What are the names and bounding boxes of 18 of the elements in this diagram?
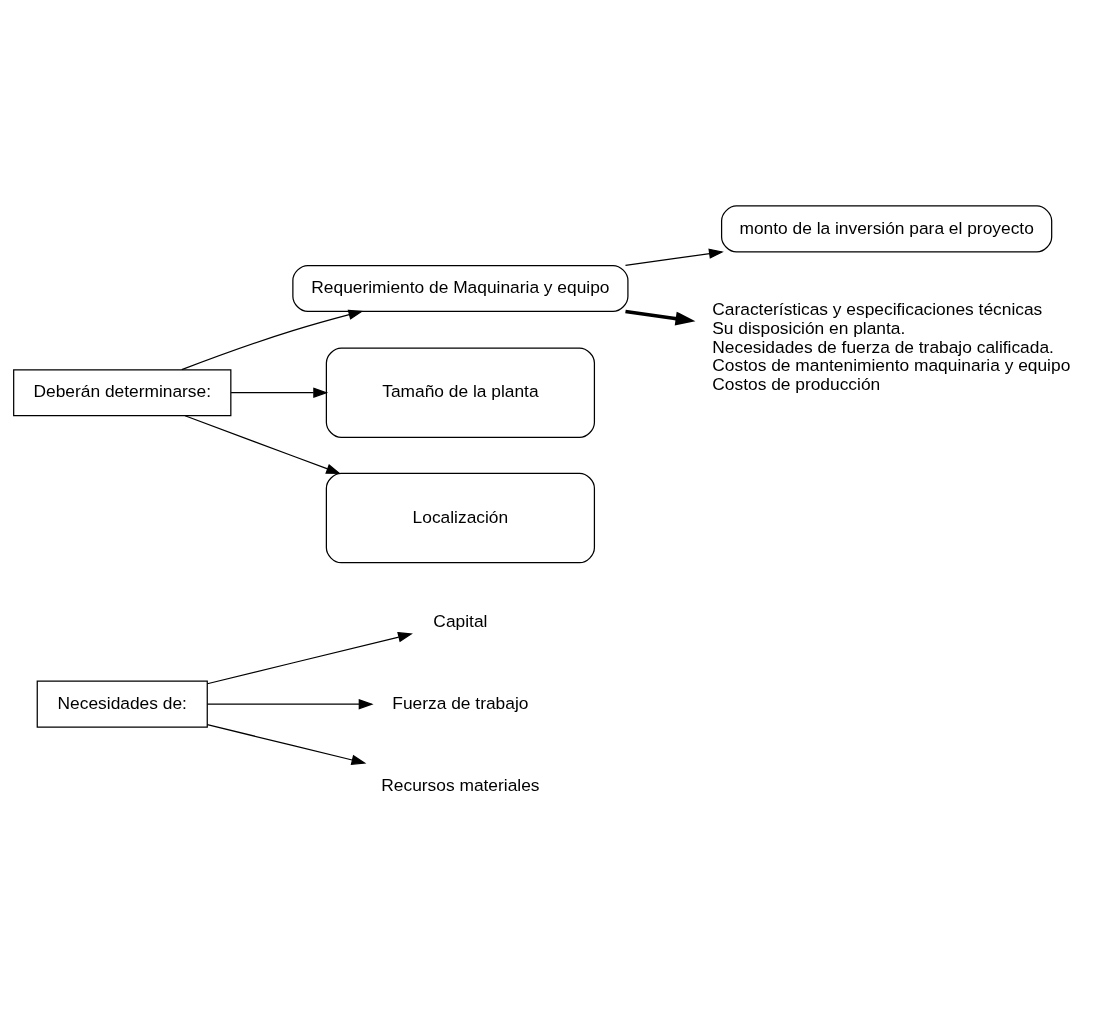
node-box: Necesidades de: [36,680,208,728]
node-text: Características y especificaciones técnicas Su disposición en planta. Necesidades de fuerza de trabajo calificada. Costos de mantenimiento maquinaria y equipo Costos de producción [712,299,1071,394]
node-box: Tamaño de la planta [325,347,596,438]
arrow [181,309,364,371]
arrow [230,387,329,398]
node-box: Localización [325,472,596,564]
arrow [184,415,341,474]
arrow [206,698,374,710]
arrow [206,632,413,685]
node-box: Requerimiento de Maquinaria y equipo [292,264,629,313]
node-text: Fuerza de trabajo [392,692,529,713]
arrow [206,724,367,765]
node-box: monto de la inversión para el proyecto [721,205,1053,253]
node-text: Capital [433,610,488,631]
node-text: Recursos materiales [381,774,540,795]
arrow [624,248,724,267]
arrow [625,309,696,326]
node-box: Deberán determinarse: [13,369,232,417]
